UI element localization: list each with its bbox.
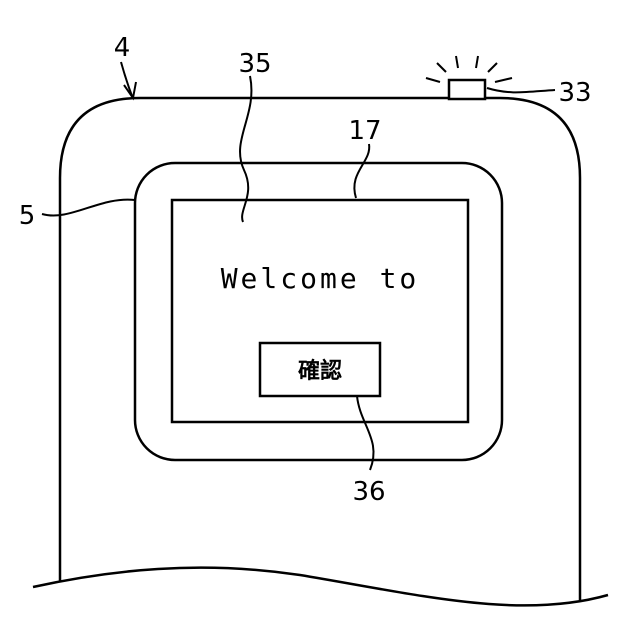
ref-numeral-36: 36 <box>352 477 385 507</box>
leader-33 <box>487 88 555 92</box>
indicator-lamp <box>449 80 485 99</box>
ref-numeral-35: 35 <box>238 49 271 79</box>
leader-5 <box>42 200 135 216</box>
ref-numeral-5: 5 <box>19 201 36 231</box>
leader-17 <box>354 144 369 198</box>
break-line <box>33 568 608 606</box>
confirm-button-label: 確認 <box>298 358 342 384</box>
screen-message: Welcome to <box>221 262 420 295</box>
bezel <box>135 163 502 460</box>
ref-numeral-17: 17 <box>348 116 381 146</box>
leader-4 <box>121 62 136 98</box>
ref-numeral-4: 4 <box>114 33 131 63</box>
lamp-light-rays <box>426 56 512 82</box>
ref-numeral-33: 33 <box>558 78 591 108</box>
